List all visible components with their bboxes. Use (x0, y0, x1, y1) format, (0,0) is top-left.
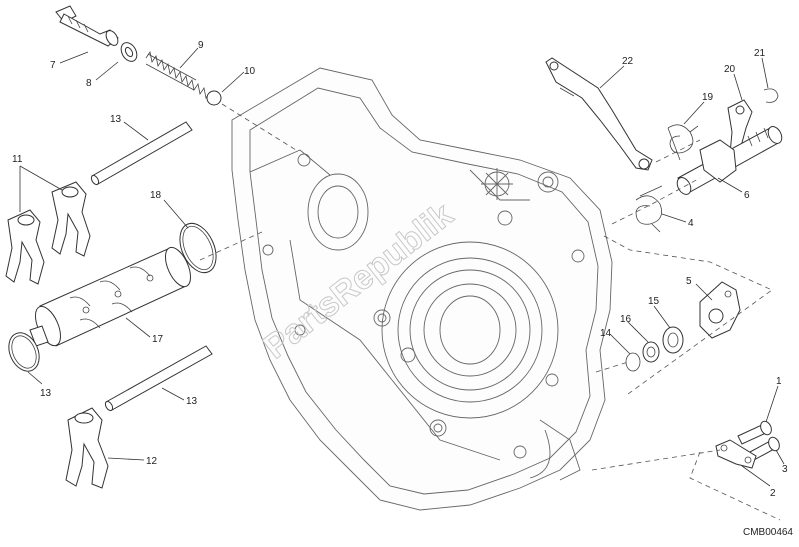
part-plate-5 (699, 281, 741, 339)
callout-3: 3 (782, 464, 788, 475)
callout-13-lower: 13 (186, 396, 198, 407)
assembly-lines (199, 103, 781, 521)
callout-15: 14 (600, 328, 612, 339)
callout-23: 22 (622, 56, 634, 67)
part-circlip-22 (763, 88, 779, 103)
callout-13-upper: 13 (110, 114, 122, 125)
callout-10: 10 (244, 66, 256, 77)
part-washer-8 (120, 42, 138, 62)
part-gearshift-shaft-6 (676, 126, 783, 195)
part-circlip-15 (625, 352, 641, 372)
part-spring-20 (667, 124, 699, 161)
part-spring-9 (145, 50, 211, 100)
callout-8: 8 (86, 78, 92, 89)
callout-9: 9 (198, 40, 204, 51)
part-bearing-16 (662, 326, 684, 354)
callout-2: 2 (770, 488, 776, 499)
callout-12: 12 (146, 456, 158, 467)
callout-17: 16 (620, 314, 632, 325)
part-o-ring-14 (8, 332, 40, 372)
callout-numbers: 7 8 9 10 11 13 18 17 13 13 12 22 19 20 2… (12, 40, 788, 499)
callout-22: 21 (754, 48, 766, 59)
part-shift-forks-11 (5, 181, 91, 285)
part-spring-4 (635, 185, 663, 233)
part-ratchet-lever-23 (545, 57, 653, 171)
part-washer-17 (642, 341, 660, 363)
part-shift-shaft-7 (55, 5, 119, 47)
crankcase-half (231, 67, 613, 511)
callout-7: 7 (50, 60, 56, 71)
callout-19: 18 (150, 190, 162, 201)
part-selector-drum-18 (29, 246, 192, 347)
callout-5: 5 (686, 276, 692, 287)
part-ball-10 (206, 90, 222, 106)
part-shift-fork-12 (65, 407, 109, 489)
part-lever-21 (727, 99, 753, 155)
part-plate-2 (715, 439, 757, 469)
callout-14: 13 (40, 388, 52, 399)
part-o-ring-19 (179, 222, 217, 274)
part-fork-rod-13-lower (104, 345, 213, 412)
callout-21: 20 (724, 64, 736, 75)
callout-6: 6 (744, 190, 750, 201)
diagram-code: CMB00464 (742, 527, 793, 538)
leader-lines (19, 47, 785, 487)
callout-1: 1 (776, 376, 782, 387)
callout-18: 17 (152, 334, 164, 345)
part-screw-1 (737, 420, 772, 445)
callout-20: 19 (702, 92, 714, 103)
callout-4: 4 (688, 218, 694, 229)
callout-16: 15 (648, 296, 660, 307)
callout-11: 11 (12, 154, 23, 165)
part-fork-rod-13-upper (90, 121, 193, 186)
